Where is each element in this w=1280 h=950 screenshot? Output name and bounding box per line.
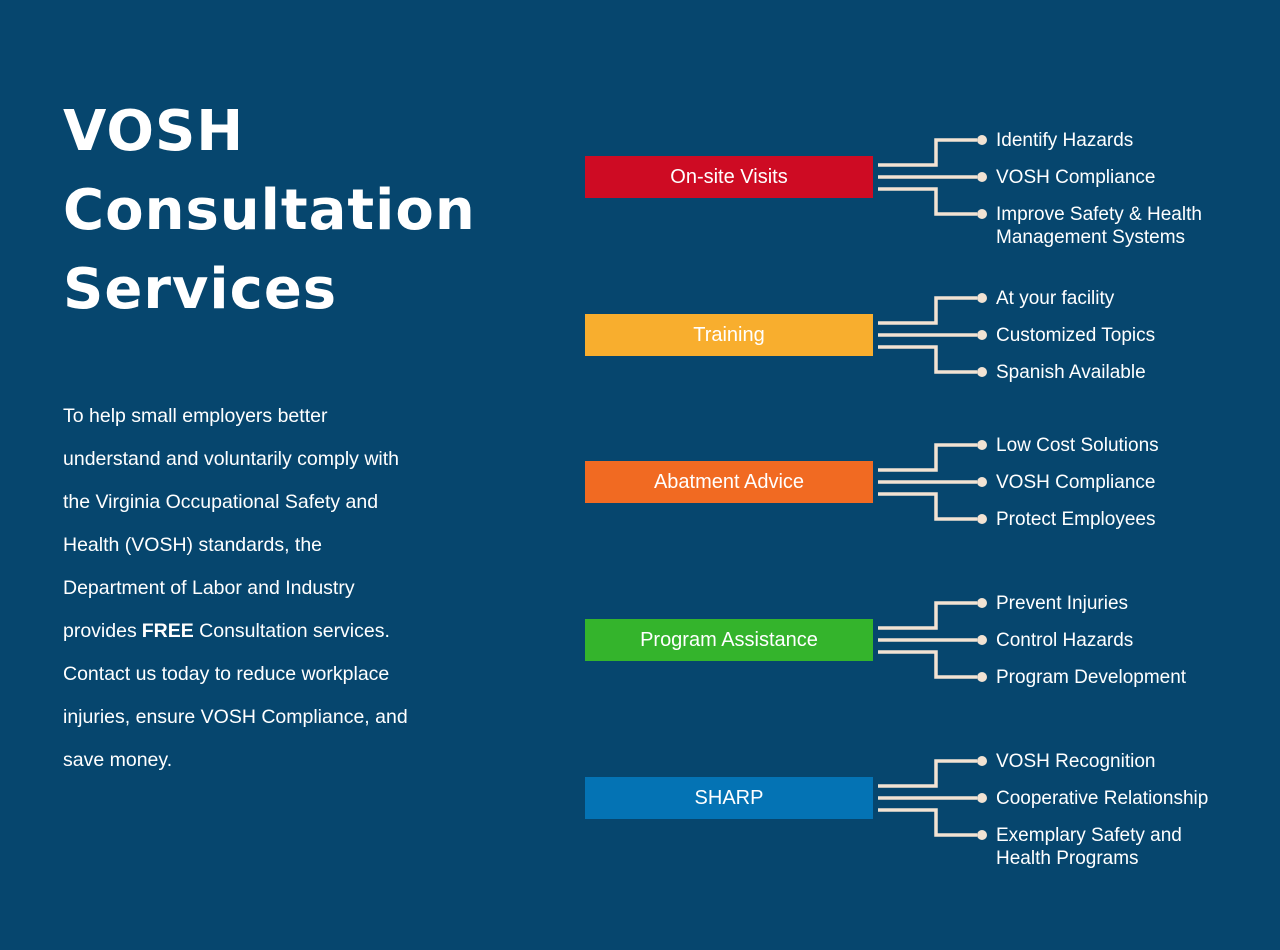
service-bar-label: On-site Visits bbox=[670, 165, 788, 188]
connector-path bbox=[878, 650, 977, 679]
bullet-dot bbox=[977, 635, 987, 645]
intro-text: To help small employers better bbox=[63, 405, 328, 427]
title-line: Consultation bbox=[63, 178, 476, 243]
connector-path bbox=[878, 296, 977, 325]
service-bar: Training bbox=[585, 314, 873, 356]
service-bar: Abatment Advice bbox=[585, 461, 873, 503]
bullet-item: Exemplary Safety and Health Programs bbox=[996, 825, 1182, 869]
intro-text: Department of Labor and Industry bbox=[63, 577, 355, 599]
intro-line: Contact us today to reduce workplace bbox=[63, 653, 463, 696]
connector-path bbox=[878, 443, 977, 472]
connector-lines bbox=[878, 598, 987, 682]
bullet-dot bbox=[977, 830, 987, 840]
bullet-dot bbox=[977, 209, 987, 219]
intro-text: understand and voluntarily comply with bbox=[63, 448, 400, 470]
intro-paragraph: To help small employers better understand… bbox=[63, 395, 463, 782]
bullet-dot bbox=[977, 514, 987, 524]
intro-text: save money. bbox=[63, 749, 173, 771]
connector-lines bbox=[878, 440, 987, 524]
bullet-item: VOSH Compliance bbox=[996, 167, 1156, 188]
connector-lines bbox=[878, 756, 987, 840]
bullet-dot bbox=[977, 477, 987, 487]
bullet-dot bbox=[977, 135, 987, 145]
intro-text: Consultation services. bbox=[193, 620, 390, 642]
bullet-dot bbox=[977, 172, 987, 182]
intro-line: understand and voluntarily comply with bbox=[63, 438, 463, 481]
connector-path bbox=[878, 138, 977, 167]
bullet-item: Prevent Injuries bbox=[996, 593, 1129, 614]
bullet-item: Identify Hazards bbox=[996, 130, 1134, 151]
bullet-dot bbox=[977, 793, 987, 803]
intro-line: Health (VOSH) standards, the bbox=[63, 524, 463, 567]
service-bar-label: Training bbox=[693, 323, 765, 346]
intro-text: the Virginia Occupational Safety and bbox=[63, 491, 379, 513]
bullet-item: Low Cost Solutions bbox=[996, 435, 1159, 456]
bullet-item: At your facility bbox=[996, 288, 1115, 309]
service-bar: On-site Visits bbox=[585, 156, 873, 198]
bullet-dot bbox=[977, 293, 987, 303]
title-line: Services bbox=[63, 257, 338, 322]
bullet-item: Protect Employees bbox=[996, 509, 1156, 530]
bullet-item: VOSH Recognition bbox=[996, 751, 1156, 772]
bullet-dot bbox=[977, 440, 987, 450]
intro-text: Health (VOSH) standards, the bbox=[63, 534, 323, 556]
connector-lines bbox=[878, 135, 987, 219]
intro-text: injuries, ensure VOSH Compliance, and bbox=[63, 706, 408, 728]
bullet-item: Improve Safety & Health Management Syste… bbox=[996, 204, 1202, 248]
connector-path bbox=[878, 345, 977, 374]
bullet-item: Spanish Available bbox=[996, 362, 1146, 383]
service-bar: SHARP bbox=[585, 777, 873, 819]
bullet-item: Customized Topics bbox=[996, 325, 1156, 346]
intro-bold-text: FREE bbox=[141, 620, 194, 642]
bullet-dot bbox=[977, 756, 987, 766]
connector-path bbox=[878, 808, 977, 837]
intro-line: injuries, ensure VOSH Compliance, and bbox=[63, 696, 463, 739]
title-line: VOSH bbox=[63, 99, 245, 164]
bullet-item: Control Hazards bbox=[996, 630, 1134, 651]
bullet-dot bbox=[977, 330, 987, 340]
bullet-dot bbox=[977, 672, 987, 682]
bullet-dot bbox=[977, 367, 987, 377]
bullet-item: VOSH Compliance bbox=[996, 472, 1156, 493]
service-bar-label: Program Assistance bbox=[640, 628, 818, 651]
connector-path bbox=[878, 187, 977, 216]
intro-line: To help small employers better bbox=[63, 395, 463, 438]
intro-line: Department of Labor and Industry bbox=[63, 567, 463, 610]
intro-text: Contact us today to reduce workplace bbox=[63, 663, 390, 685]
bullet-dot bbox=[977, 598, 987, 608]
service-bar-label: SHARP bbox=[694, 786, 764, 809]
connector-path bbox=[878, 601, 977, 630]
intro-line: save money. bbox=[63, 739, 463, 782]
bullet-item: Cooperative Relationship bbox=[996, 788, 1209, 809]
connector-lines bbox=[878, 293, 987, 377]
intro-line: the Virginia Occupational Safety and bbox=[63, 481, 463, 524]
service-bar: Program Assistance bbox=[585, 619, 873, 661]
connector-path bbox=[878, 759, 977, 788]
bullet-item: Program Development bbox=[996, 667, 1187, 688]
connector-path bbox=[878, 492, 977, 521]
service-bar-label: Abatment Advice bbox=[653, 470, 805, 493]
intro-text: provides bbox=[63, 620, 137, 642]
